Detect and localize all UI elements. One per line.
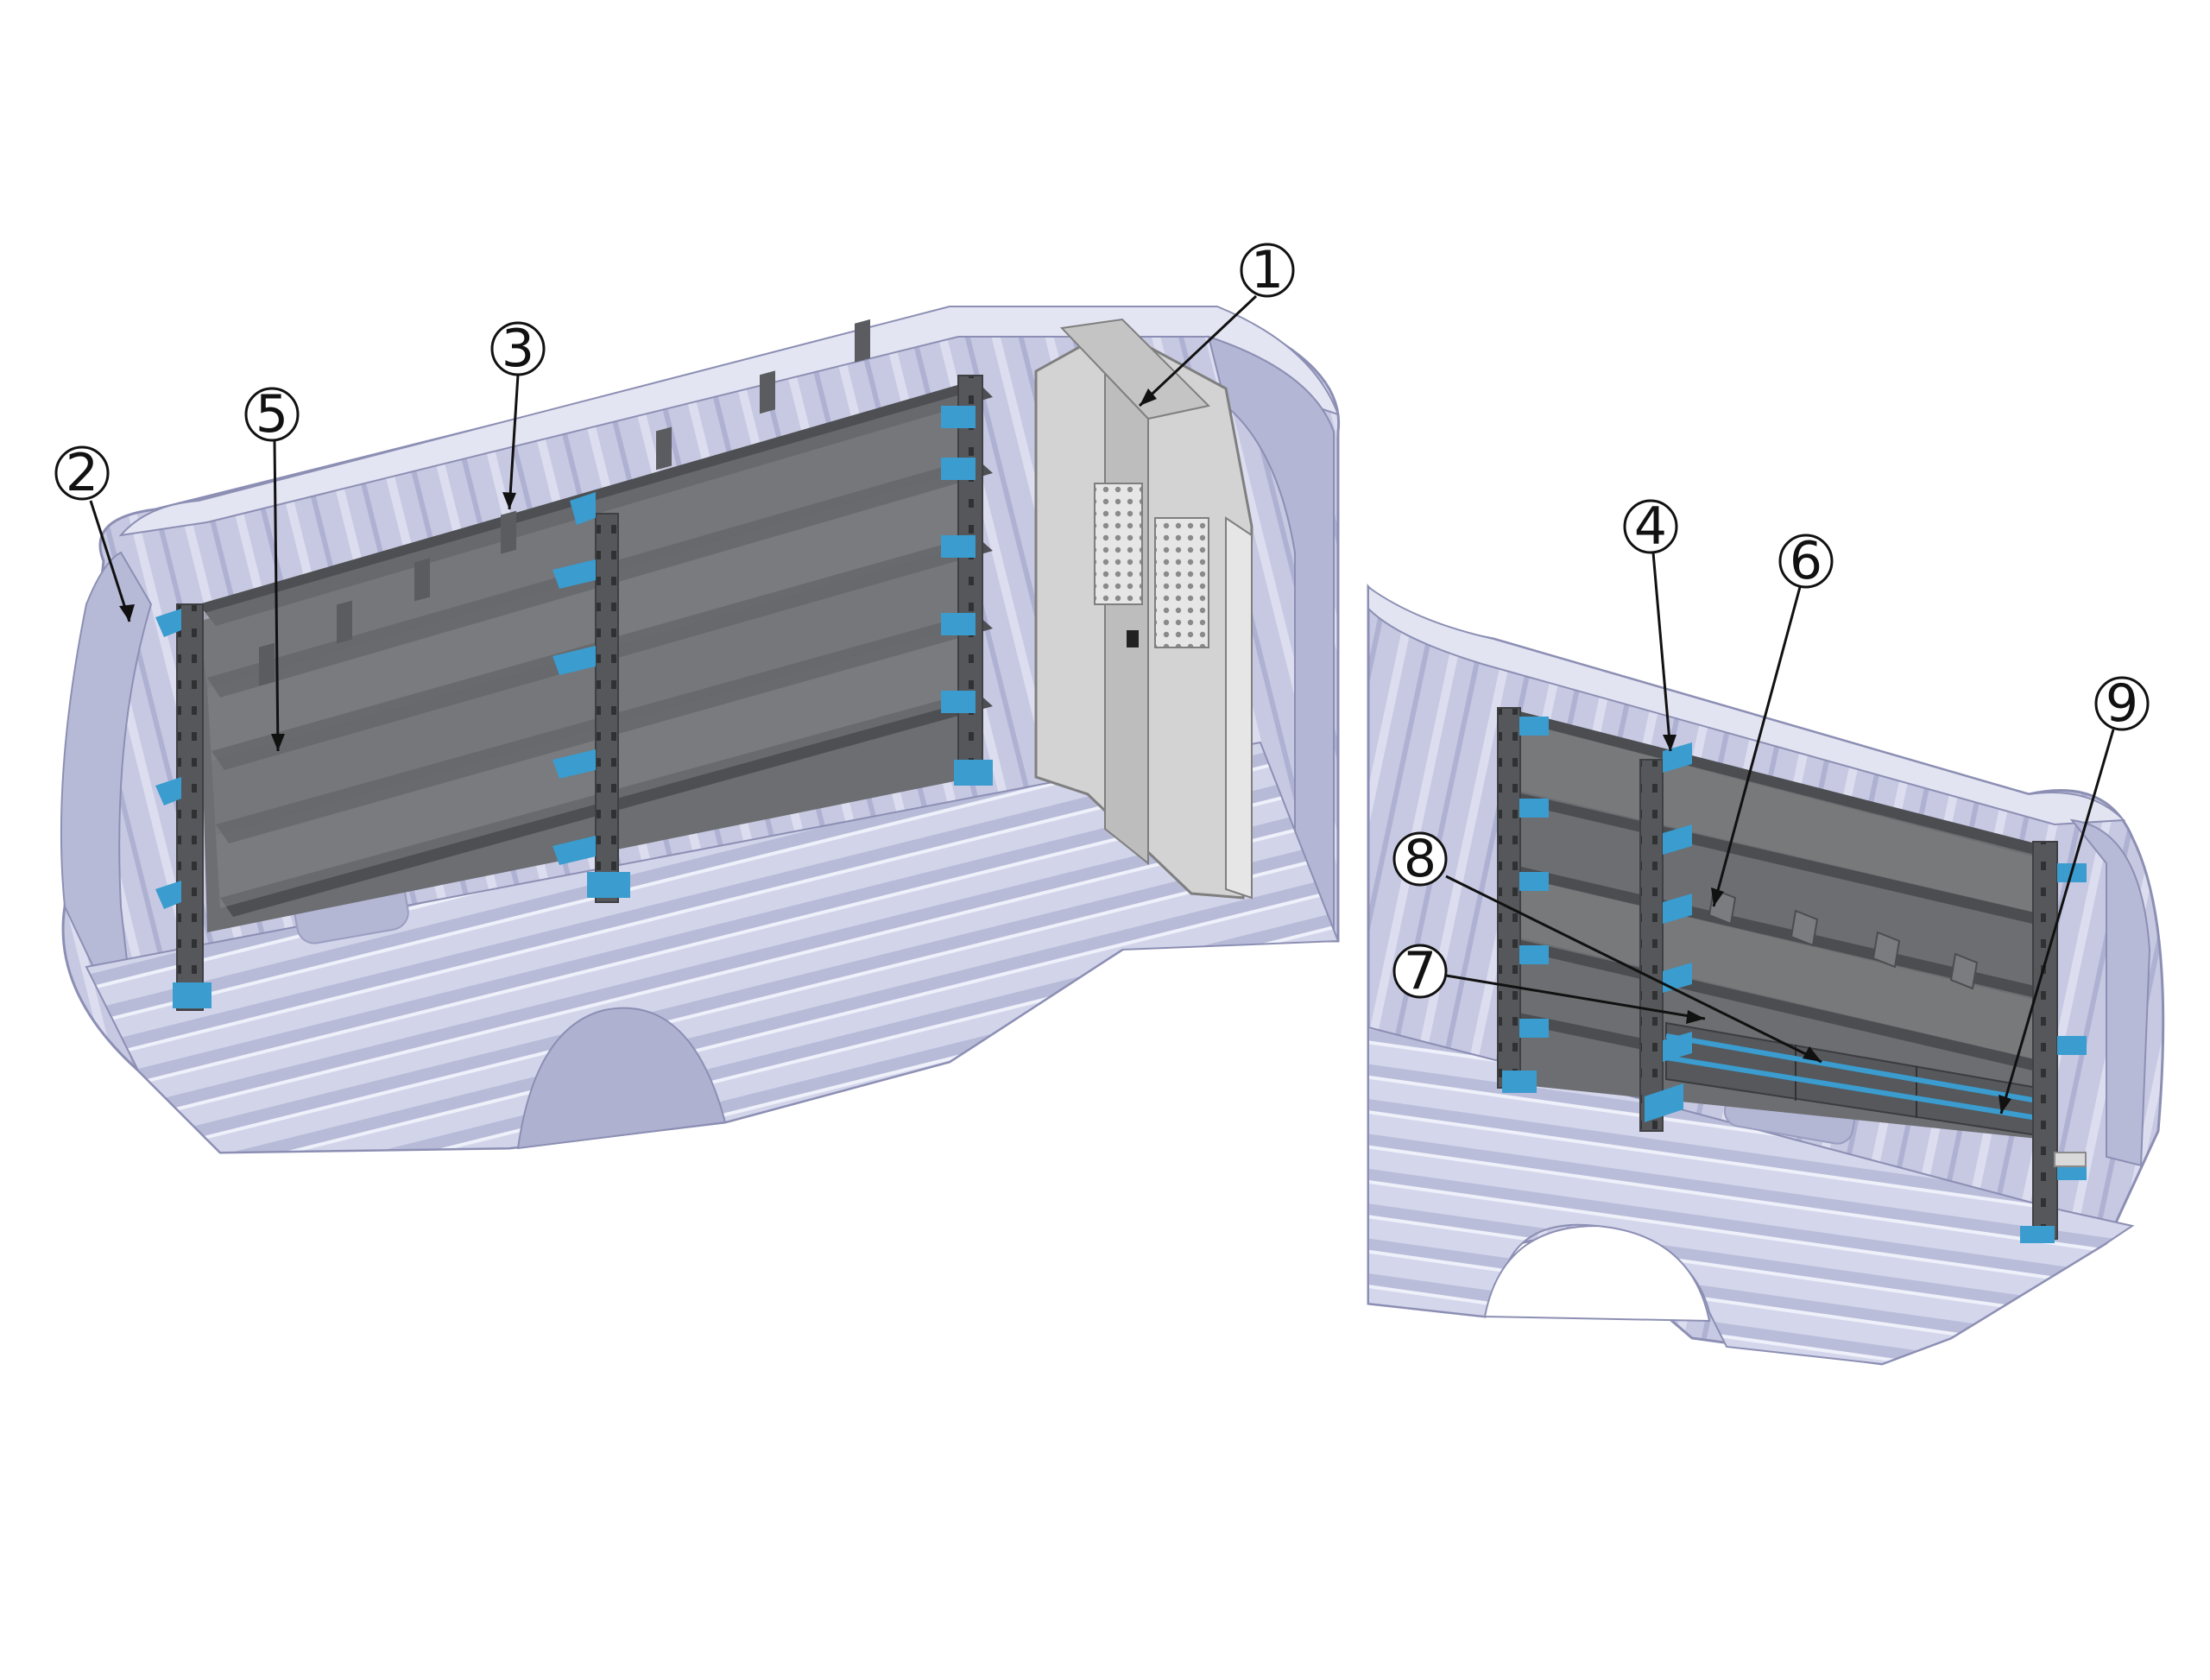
left-wheel-well: [516, 1007, 727, 1150]
partition-bulkhead: [1034, 318, 1253, 900]
callout-6: 6: [1711, 531, 1834, 907]
left-blue-brackets: [155, 406, 993, 1008]
van-interior-right-wall: [1367, 584, 2165, 1366]
leader-line-5: [273, 439, 280, 752]
leader-line-9: [1999, 729, 2115, 1115]
right-blue-brackets: [1502, 717, 2087, 1243]
callout-label-6: 6: [1790, 531, 1822, 591]
leader-line-7: [1445, 974, 1706, 1020]
callout-label-7: 7: [1404, 941, 1436, 1001]
callout-circle-8: [1392, 831, 1448, 887]
callout-5: 5: [244, 384, 300, 752]
leader-line-3: [508, 374, 520, 510]
leader-line-2: [89, 500, 131, 622]
callout-circle-3: [490, 321, 546, 376]
callout-label-9: 9: [2106, 673, 2138, 734]
callout-3: 3: [490, 319, 546, 510]
left-upright-middle: [595, 513, 619, 903]
van-interior-left-wall: [60, 306, 1341, 1154]
callout-circle-5: [244, 387, 300, 442]
callout-label-8: 8: [1404, 829, 1436, 889]
callout-8: 8: [1392, 829, 1822, 1064]
callout-4: 4: [1623, 496, 1678, 752]
left-upright-front: [957, 375, 983, 782]
leader-line-1: [1138, 294, 1258, 407]
right-upright-front: [2032, 841, 2058, 1240]
leader-line-8: [1445, 875, 1822, 1064]
left-shelving-unit: [155, 319, 993, 1011]
leader-line-6: [1712, 586, 1802, 907]
callout-circle-1: [1240, 243, 1295, 298]
right-shelving-unit: [1497, 707, 2087, 1243]
callout-2: 2: [54, 443, 135, 622]
callouts: 1 2 3 4 5 6: [54, 240, 2150, 1115]
callout-circle-9: [2094, 676, 2150, 731]
callout-circle-4: [1623, 499, 1678, 554]
right-upright-rear: [1497, 707, 1521, 1089]
callout-label-1: 1: [1251, 240, 1284, 300]
callout-1: 1: [1138, 240, 1295, 407]
callout-label-4: 4: [1634, 496, 1667, 557]
callout-circle-6: [1778, 534, 1834, 589]
right-wheel-well: [1483, 1224, 1711, 1323]
right-rear-frame: [2069, 818, 2151, 1167]
leader-line-4: [1651, 552, 1672, 752]
callout-9: 9: [1998, 673, 2150, 1115]
callout-circle-2: [54, 445, 110, 501]
right-upright-middle: [1639, 759, 1664, 1132]
left-van-floor: [85, 741, 1340, 1154]
right-roof-rim: [1367, 585, 2126, 826]
left-upright-rear: [176, 603, 204, 1011]
callout-label-2: 2: [66, 443, 98, 503]
callout-label-3: 3: [502, 319, 534, 379]
callout-7: 7: [1392, 941, 1706, 1024]
callout-circle-7: [1392, 944, 1448, 999]
callout-label-5: 5: [256, 384, 288, 445]
